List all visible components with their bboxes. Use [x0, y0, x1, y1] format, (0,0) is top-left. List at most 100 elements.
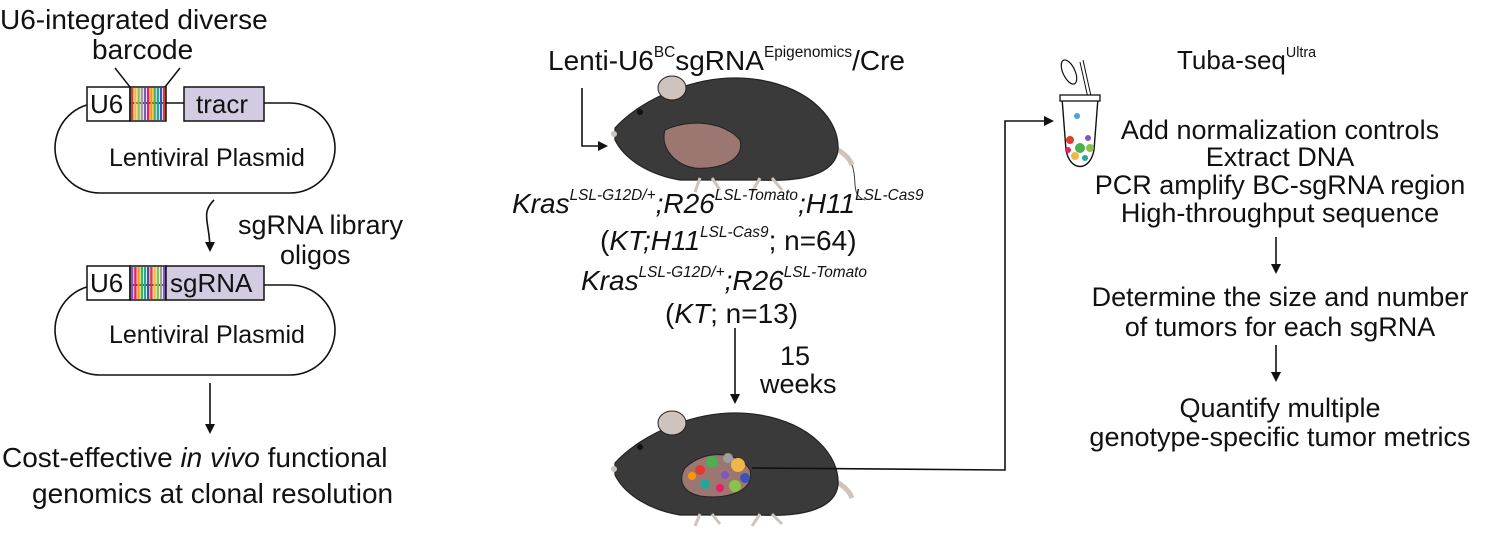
barcode-stripe [140, 267, 143, 299]
barcode-stripe [159, 88, 163, 120]
barcode-stripe [153, 267, 156, 299]
barcode-stripe [131, 88, 134, 120]
arrow-virus-injection [581, 88, 608, 151]
tumor-blob [1065, 147, 1071, 153]
virus-end: /Cre [852, 45, 905, 77]
barcode-stripe [153, 88, 156, 120]
plasmid-1 [54, 67, 336, 194]
tumor-blob [1085, 135, 1091, 141]
outcome-line2: genomics at clonal resolution [32, 478, 394, 509]
step-2: Extract DNA [1205, 142, 1355, 172]
barcode-stripe [147, 88, 150, 120]
virus-sup-bc: BC [653, 44, 676, 61]
barcode-stripe [147, 267, 150, 299]
plasmid-2-outline [54, 284, 336, 376]
arrow-to-sequencing [751, 116, 1054, 471]
virus-sgrna: sgRNA [675, 45, 764, 77]
mouse-tumor-bearing [611, 410, 855, 527]
method-base: Tuba-seq [1177, 45, 1286, 76]
genotype-2-abbr: (KT; n=13) [665, 300, 798, 328]
virus-label: Lenti-U6BCsgRNAEpigenomics/Cre [548, 45, 905, 75]
geno1-kras-sup: LSL-G12D/+ [569, 187, 656, 204]
barcode-stripe [156, 88, 159, 120]
genotype-2: KrasLSL-G12D/+;R26LSL-Tomato [581, 265, 867, 295]
geno2-open: ( [665, 298, 675, 329]
genotype-1-abbr: (KT;H11LSL-Cas9; n=64) [600, 225, 857, 255]
barcode-pointer-right [164, 67, 181, 88]
tumor-blob [688, 472, 696, 480]
geno1-open: ( [600, 225, 610, 257]
step-4: High-throughput sequence [1120, 198, 1440, 228]
plasmid-2 [54, 265, 336, 376]
barcode-stripe [134, 267, 137, 299]
geno2-kras-sup: LSL-G12D/+ [638, 264, 725, 281]
time-line1: 15 [780, 341, 811, 371]
u6-label-1: U6 [90, 89, 124, 119]
plasmid-2-name: Lentiviral Plasmid [109, 321, 305, 349]
result-2-line2: genotype-specific tumor metrics [1089, 422, 1471, 452]
step-label-line2: oligos [280, 240, 351, 270]
result-1-line1: Determine the size and number [1091, 282, 1469, 312]
result-2-line1: Quantify multiple [1179, 393, 1381, 423]
tumor-blob [723, 453, 733, 463]
barcode-stripe [137, 88, 140, 120]
tumor-blob [695, 465, 705, 475]
tumor-blob [1086, 144, 1094, 152]
geno2-kt: KT [674, 298, 711, 329]
barcode-stripe [143, 267, 147, 299]
geno1-r26-sup: LSL-Tomato [714, 187, 798, 204]
sgrna-label: sgRNA [170, 268, 253, 298]
virus-sup-epigenomics: Epigenomics [763, 44, 853, 61]
barcode-stripe [150, 88, 153, 120]
tumor-blob [1071, 152, 1079, 160]
geno2-n: ; n=13) [710, 298, 799, 329]
barcode-label-line1: U6-integrated diverse [0, 4, 268, 35]
barcode-stripe [163, 88, 166, 120]
method-title: Tuba-seqUltra [1177, 46, 1316, 73]
tracr-box [183, 86, 265, 122]
barcode-stripe [163, 267, 166, 299]
geno1-kt-sup: LSL-Cas9 [700, 224, 769, 241]
tumor-blob [731, 458, 745, 472]
outcome-post: functional [259, 442, 388, 473]
method-sup: Ultra [1285, 45, 1317, 61]
arrow-library-cloning [204, 199, 215, 252]
tumor-blob [1075, 143, 1085, 153]
plasmid-1-outline [54, 102, 336, 194]
result-1-line2: of tumors for each sgRNA [1124, 312, 1436, 342]
barcode-stripe [131, 267, 134, 299]
barcode-stripe [134, 88, 137, 120]
geno1-kras: Kras [512, 188, 570, 220]
outcome-line1: Cost-effective in vivo functional [2, 444, 387, 472]
geno1-h11-sup: LSL-Cas9 [855, 187, 924, 204]
barcode-label-line2: barcode [92, 34, 194, 65]
geno2-kras: Kras [581, 265, 639, 297]
step-label-line1: sgRNA library [238, 210, 404, 240]
sample-tube [1059, 59, 1101, 167]
geno1-r26: ;R26 [655, 188, 715, 220]
geno1-kt: KT;H11 [609, 225, 701, 257]
sgrna-box [165, 265, 265, 301]
outcome-pre: Cost-effective [2, 442, 181, 473]
step-1: Add normalization controls [1120, 115, 1440, 145]
tumor-blob [721, 471, 729, 479]
barcode-stripes-2 [131, 267, 166, 299]
barcode-stripe [140, 88, 143, 120]
barcode-stripe [159, 267, 163, 299]
tumor-blob [740, 473, 750, 483]
geno1-h11: ;H11 [798, 188, 856, 220]
step-3: PCR amplify BC-sgRNA region [1094, 170, 1466, 200]
geno1-n: ; n=64) [768, 225, 857, 257]
tumor-blob [716, 484, 724, 492]
tracr-label: tracr [196, 89, 248, 119]
barcode-stripes-1 [131, 88, 166, 120]
u6-label-2: U6 [90, 268, 124, 298]
tumor-blob [729, 480, 741, 492]
geno2-r26: ;R26 [724, 265, 784, 297]
tumor-blob [700, 479, 710, 489]
tumor-blob [706, 456, 718, 468]
barcode-stripe [143, 88, 147, 120]
tumor-dots [688, 453, 750, 492]
genotype-1: KrasLSL-G12D/+;R26LSL-Tomato;H11LSL-Cas9 [512, 188, 924, 218]
barcode-box-1 [129, 86, 167, 122]
